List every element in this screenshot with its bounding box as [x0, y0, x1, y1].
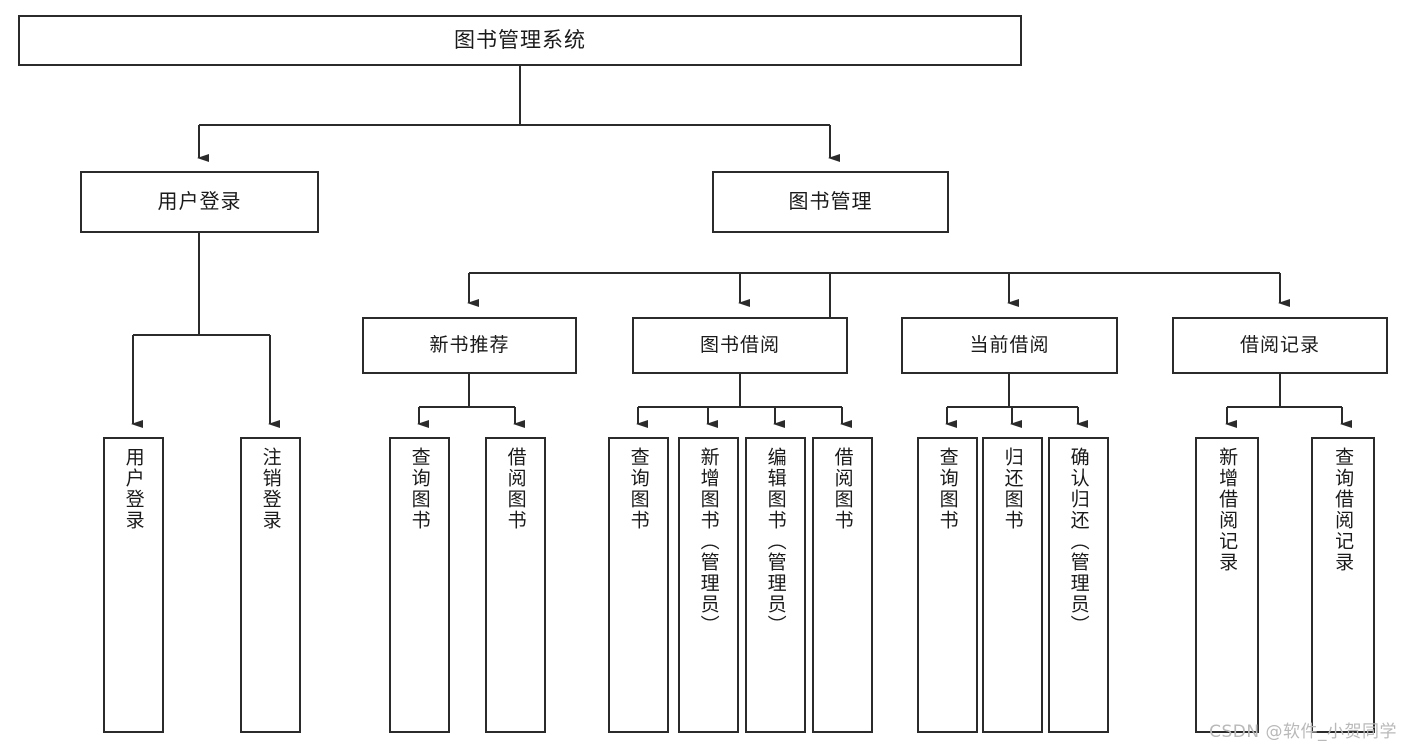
- node-leaf-query-book-2-label: 查询图书: [627, 447, 650, 531]
- node-leaf-borrow-book-2[interactable]: 借阅图书: [812, 437, 873, 733]
- node-borrow-record-label: 借阅记录: [1239, 334, 1320, 357]
- csdn-watermark: CSDN @软件_小贺同学: [1209, 722, 1397, 742]
- node-leaf-add-record[interactable]: 新增借阅记录: [1195, 437, 1259, 733]
- node-leaf-query-book-2[interactable]: 查询图书: [608, 437, 669, 733]
- node-leaf-confirm-return[interactable]: 确认归还（管理员）: [1048, 437, 1109, 733]
- node-user-login-label: 用户登录: [157, 189, 242, 214]
- node-leaf-return-book[interactable]: 归还图书: [982, 437, 1043, 733]
- node-leaf-query-book-3-label: 查询图书: [936, 447, 959, 531]
- node-current-borrow[interactable]: 当前借阅: [901, 317, 1118, 374]
- node-book-manage[interactable]: 图书管理: [712, 171, 949, 233]
- node-leaf-edit-book-label: 编辑图书（管理员）: [764, 447, 787, 636]
- node-leaf-query-book-3[interactable]: 查询图书: [917, 437, 978, 733]
- node-leaf-edit-book[interactable]: 编辑图书（管理员）: [745, 437, 806, 733]
- node-leaf-return-book-label: 归还图书: [1001, 447, 1024, 531]
- node-leaf-borrow-book-1[interactable]: 借阅图书: [485, 437, 546, 733]
- node-leaf-add-book[interactable]: 新增图书（管理员）: [678, 437, 739, 733]
- node-leaf-borrow-book-1-label: 借阅图书: [504, 447, 527, 531]
- node-leaf-query-book-1-label: 查询图书: [408, 447, 431, 531]
- node-leaf-query-book-1[interactable]: 查询图书: [389, 437, 450, 733]
- node-new-book-recommend[interactable]: 新书推荐: [362, 317, 577, 374]
- node-leaf-user-login-label: 用户登录: [122, 447, 145, 531]
- node-leaf-query-record[interactable]: 查询借阅记录: [1311, 437, 1375, 733]
- node-leaf-query-record-label: 查询借阅记录: [1332, 447, 1355, 573]
- node-leaf-confirm-return-label: 确认归还（管理员）: [1067, 447, 1090, 636]
- node-leaf-borrow-book-2-label: 借阅图书: [831, 447, 854, 531]
- node-leaf-logout-login-label: 注销登录: [259, 447, 282, 531]
- node-user-login[interactable]: 用户登录: [80, 171, 319, 233]
- node-book-borrow-label: 图书借阅: [699, 334, 780, 357]
- node-leaf-add-book-label: 新增图书（管理员）: [697, 447, 720, 636]
- node-current-borrow-label: 当前借阅: [969, 334, 1050, 357]
- node-leaf-user-login[interactable]: 用户登录: [103, 437, 164, 733]
- node-new-book-recommend-label: 新书推荐: [429, 334, 510, 357]
- node-leaf-logout-login[interactable]: 注销登录: [240, 437, 301, 733]
- node-root-system[interactable]: 图书管理系统: [18, 15, 1022, 66]
- node-book-manage-label: 图书管理: [788, 189, 873, 214]
- node-borrow-record[interactable]: 借阅记录: [1172, 317, 1388, 374]
- node-book-borrow[interactable]: 图书借阅: [632, 317, 848, 374]
- node-leaf-add-record-label: 新增借阅记录: [1216, 447, 1239, 573]
- node-root-system-label: 图书管理系统: [454, 28, 586, 53]
